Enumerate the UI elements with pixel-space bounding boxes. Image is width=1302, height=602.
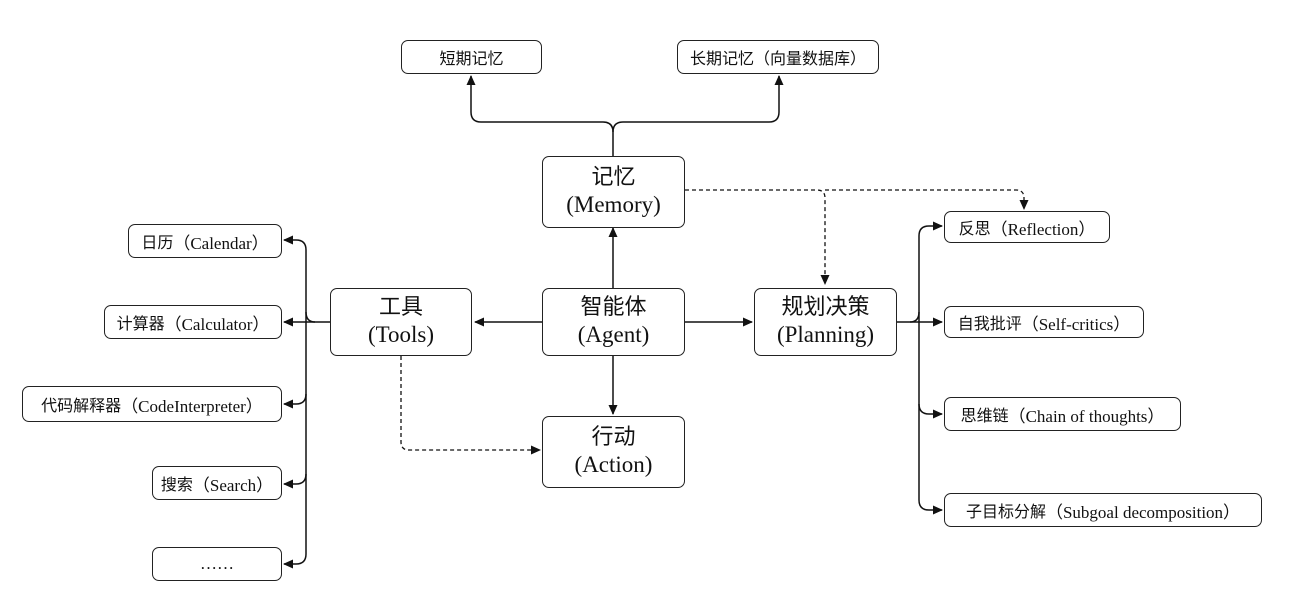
planning-item-reflection: 反思 （Reflection） xyxy=(944,211,1110,243)
action-node-subtitle: (Action) xyxy=(574,452,653,478)
long-term-memory-label: 长期记忆（向量数据库） xyxy=(689,49,866,68)
action-node-title: 行动 xyxy=(591,424,636,450)
planning-item-self-critics-en: （Self-critics） xyxy=(1021,314,1131,334)
memory-node: 记忆 (Memory) xyxy=(542,156,685,228)
planning-item-subgoal-en: （Subgoal decomposition） xyxy=(1045,502,1241,522)
edge-tools-action-dashed xyxy=(400,356,541,455)
edge-tools-search xyxy=(283,394,307,489)
short-term-memory-node: 短期记忆 xyxy=(401,40,542,74)
planning-item-reflection-en: （Reflection） xyxy=(990,219,1096,239)
tool-item-calendar-en: （Calendar） xyxy=(173,233,269,253)
edge-planning-cot xyxy=(918,312,943,419)
tool-item-more-ellipsis: …… xyxy=(200,554,234,573)
planning-item-subgoal-decomposition: 子目标分解 （Subgoal decomposition） xyxy=(944,493,1262,527)
tool-item-calendar: 日历 （Calendar） xyxy=(128,224,282,258)
edge-tools-trunk xyxy=(283,235,330,323)
planning-item-self-critics: 自我批评 （Self-critics） xyxy=(944,306,1144,338)
planning-item-cot-zh: 思维链 xyxy=(960,406,1009,425)
tool-item-calculator-zh: 计算器 xyxy=(116,314,165,333)
edge-memory-branch xyxy=(466,75,614,156)
tool-item-calculator: 计算器 （Calculator） xyxy=(104,305,282,339)
edge-memory-planning-dashed xyxy=(685,189,830,285)
edge-tools-more xyxy=(283,474,307,569)
long-term-memory-node: 长期记忆（向量数据库） xyxy=(677,40,879,74)
edge-memory-reflection-dashed xyxy=(825,189,1029,210)
edge-planning-subgoal xyxy=(918,404,943,515)
planning-item-self-critics-zh: 自我批评 xyxy=(957,314,1022,333)
edge-tools-code xyxy=(283,312,307,409)
planning-item-reflection-zh: 反思 xyxy=(958,219,991,238)
memory-node-subtitle: (Memory) xyxy=(566,192,661,218)
edge-memory-branch-long xyxy=(612,75,784,133)
action-node: 行动 (Action) xyxy=(542,416,685,488)
agent-node-title: 智能体 xyxy=(580,294,647,320)
tool-item-search-en: （Search） xyxy=(192,475,274,495)
memory-node-title: 记忆 xyxy=(591,164,636,190)
agent-node-subtitle: (Agent) xyxy=(577,322,650,348)
short-term-memory-label: 短期记忆 xyxy=(439,49,504,68)
tools-node: 工具 (Tools) xyxy=(330,288,472,356)
agent-node: 智能体 (Agent) xyxy=(542,288,685,356)
tool-item-more: …… xyxy=(152,547,282,581)
tool-item-search-zh: 搜索 xyxy=(160,475,193,494)
planning-node-subtitle: (Planning) xyxy=(776,322,875,348)
tools-node-title: 工具 xyxy=(378,294,423,320)
tool-item-search: 搜索 （Search） xyxy=(152,466,282,500)
tool-item-code-interpreter-en: （CodeInterpreter） xyxy=(121,396,263,416)
tool-item-code-interpreter-zh: 代码解释器 xyxy=(41,396,122,415)
tool-item-calculator-en: （Calculator） xyxy=(164,314,270,334)
planning-node: 规划决策 (Planning) xyxy=(754,288,897,356)
planning-item-chain-of-thoughts: 思维链 （Chain of thoughts） xyxy=(944,397,1181,431)
planning-node-title: 规划决策 xyxy=(781,294,870,320)
tool-item-code-interpreter: 代码解释器 （CodeInterpreter） xyxy=(22,386,282,422)
tool-item-calendar-zh: 日历 xyxy=(141,233,174,252)
edge-planning-trunk xyxy=(897,221,943,323)
planning-item-subgoal-zh: 子目标分解 xyxy=(965,502,1046,521)
planning-item-cot-en: （Chain of thoughts） xyxy=(1008,406,1165,426)
tools-node-subtitle: (Tools) xyxy=(367,322,435,348)
